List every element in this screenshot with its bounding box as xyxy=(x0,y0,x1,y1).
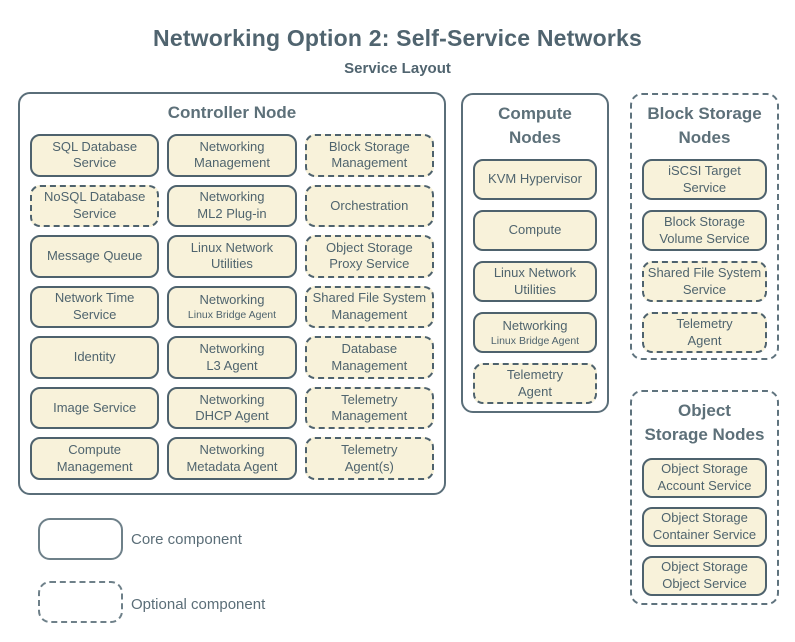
service-label: Block Storage Management xyxy=(328,138,410,171)
block-storage-nodes-group: Block Storage Nodes iSCSI Target Service… xyxy=(630,93,779,360)
legend-optional-label: Optional component xyxy=(131,596,266,613)
service-label: SQL Database Service xyxy=(52,138,138,171)
service-label: Networking ML2 Plug-in xyxy=(197,189,267,221)
service-box: Networking Linux Bridge Agent xyxy=(167,285,297,329)
service-label: Block Storage Volume Service xyxy=(659,213,750,246)
service-label: Telemetry Agent(s) xyxy=(341,442,398,474)
service-box: Identity xyxy=(30,336,160,379)
service-label: Network Time Service xyxy=(54,290,135,322)
controller-node-group: Controller Node SQL Database Service Net… xyxy=(18,92,446,495)
service-label: Linux Network Utilities xyxy=(190,239,274,272)
service-box: Orchestration xyxy=(304,184,434,228)
service-box: KVM Hypervisor xyxy=(473,159,597,200)
service-box: Networking L3 Agent xyxy=(167,336,297,379)
legend-core-swatch xyxy=(38,518,123,560)
service-label: Object Storage Proxy Service xyxy=(325,239,413,272)
group-title: Controller Node xyxy=(167,103,297,122)
group-title: Block Storage Nodes xyxy=(647,104,762,147)
service-label: Message Queue xyxy=(46,248,143,264)
page-subtitle: Service Layout xyxy=(344,60,451,77)
service-box: Networking ML2 Plug-in xyxy=(167,184,297,228)
service-label: Telemetry Management xyxy=(331,391,408,424)
service-label: Shared File System Management xyxy=(312,290,427,322)
legend-optional-swatch xyxy=(38,581,123,623)
service-label: Networking DHCP Agent xyxy=(195,391,269,424)
group-title: Object Storage Nodes xyxy=(644,401,765,444)
service-label: KVM Hypervisor xyxy=(488,171,582,187)
service-box: Telemetry Agent xyxy=(473,363,597,404)
service-box: Block Storage Volume Service xyxy=(642,210,767,251)
service-label: NoSQL Database Service xyxy=(43,189,146,221)
page-title: Networking Option 2: Self-Service Networ… xyxy=(153,25,642,51)
service-label: Object Storage Account Service xyxy=(657,461,752,493)
compute-service-list: KVM Hypervisor Compute Linux Network Uti… xyxy=(473,159,597,404)
service-label: Networking Metadata Agent xyxy=(186,442,278,474)
service-box: Networking DHCP Agent xyxy=(167,386,297,430)
service-label: Compute Management xyxy=(56,442,133,474)
service-label: Object Storage Container Service xyxy=(652,510,757,542)
service-box: Image Service xyxy=(30,386,160,430)
service-box: Object Storage Object Service xyxy=(642,556,767,596)
service-box: SQL Database Service xyxy=(30,134,160,177)
service-box: Message Queue xyxy=(30,235,160,278)
service-label: Telemetry Agent xyxy=(506,366,564,399)
service-label: Database Management xyxy=(331,340,408,373)
service-box: Linux Network Utilities xyxy=(473,261,597,302)
service-box: Object Storage Proxy Service xyxy=(304,235,434,278)
service-box: NoSQL Database Service xyxy=(30,184,160,228)
service-label: Object Storage Object Service xyxy=(661,559,748,591)
service-box: Compute Management xyxy=(30,437,160,480)
object-storage-service-list: Object Storage Account Service Object St… xyxy=(642,458,767,596)
service-box: Compute xyxy=(473,210,597,251)
object-storage-nodes-group: Object Storage Nodes Object Storage Acco… xyxy=(630,390,779,605)
controller-service-grid: SQL Database Service Networking Manageme… xyxy=(30,134,434,480)
service-label: Networking Management xyxy=(194,138,270,171)
service-label: Shared File System Service xyxy=(647,264,762,297)
service-label: Telemetry Agent xyxy=(676,315,733,348)
service-sublabel: Linux Bridge Agent xyxy=(490,334,580,347)
service-label: Identity xyxy=(73,349,116,365)
service-box: Block Storage Management xyxy=(304,134,434,177)
service-box: Linux Network Utilities xyxy=(167,235,297,278)
compute-nodes-group: Compute Nodes KVM Hypervisor Compute Lin… xyxy=(461,93,609,413)
service-box: Database Management xyxy=(304,336,434,379)
service-label: Networking xyxy=(502,317,568,333)
service-box: Networking Linux Bridge Agent xyxy=(473,312,597,353)
service-box: Object Storage Container Service xyxy=(642,507,767,547)
service-box: Shared File System Management xyxy=(304,285,434,329)
service-label: iSCSI Target Service xyxy=(668,162,741,195)
service-box: Networking Management xyxy=(167,134,297,177)
service-label: Networking L3 Agent xyxy=(199,340,265,373)
legend-core-label: Core component xyxy=(131,531,242,548)
service-label: Compute xyxy=(508,222,562,238)
service-box: Object Storage Account Service xyxy=(642,458,767,498)
service-label: Orchestration xyxy=(330,197,409,213)
service-box: Shared File System Service xyxy=(642,261,767,302)
service-box: Telemetry Agent(s) xyxy=(304,437,434,480)
service-label: Networking xyxy=(199,292,265,308)
block-storage-service-list: iSCSI Target Service Block Storage Volum… xyxy=(642,159,767,353)
service-label: Linux Network Utilities xyxy=(493,264,577,297)
service-box: Telemetry Agent xyxy=(642,312,767,353)
service-label: Image Service xyxy=(53,399,137,415)
service-box: Networking Metadata Agent xyxy=(167,437,297,480)
service-box: Telemetry Management xyxy=(304,386,434,430)
group-title: Compute Nodes xyxy=(498,104,572,147)
service-box: Network Time Service xyxy=(30,285,160,329)
service-sublabel: Linux Bridge Agent xyxy=(187,309,277,321)
service-box: iSCSI Target Service xyxy=(642,159,767,200)
